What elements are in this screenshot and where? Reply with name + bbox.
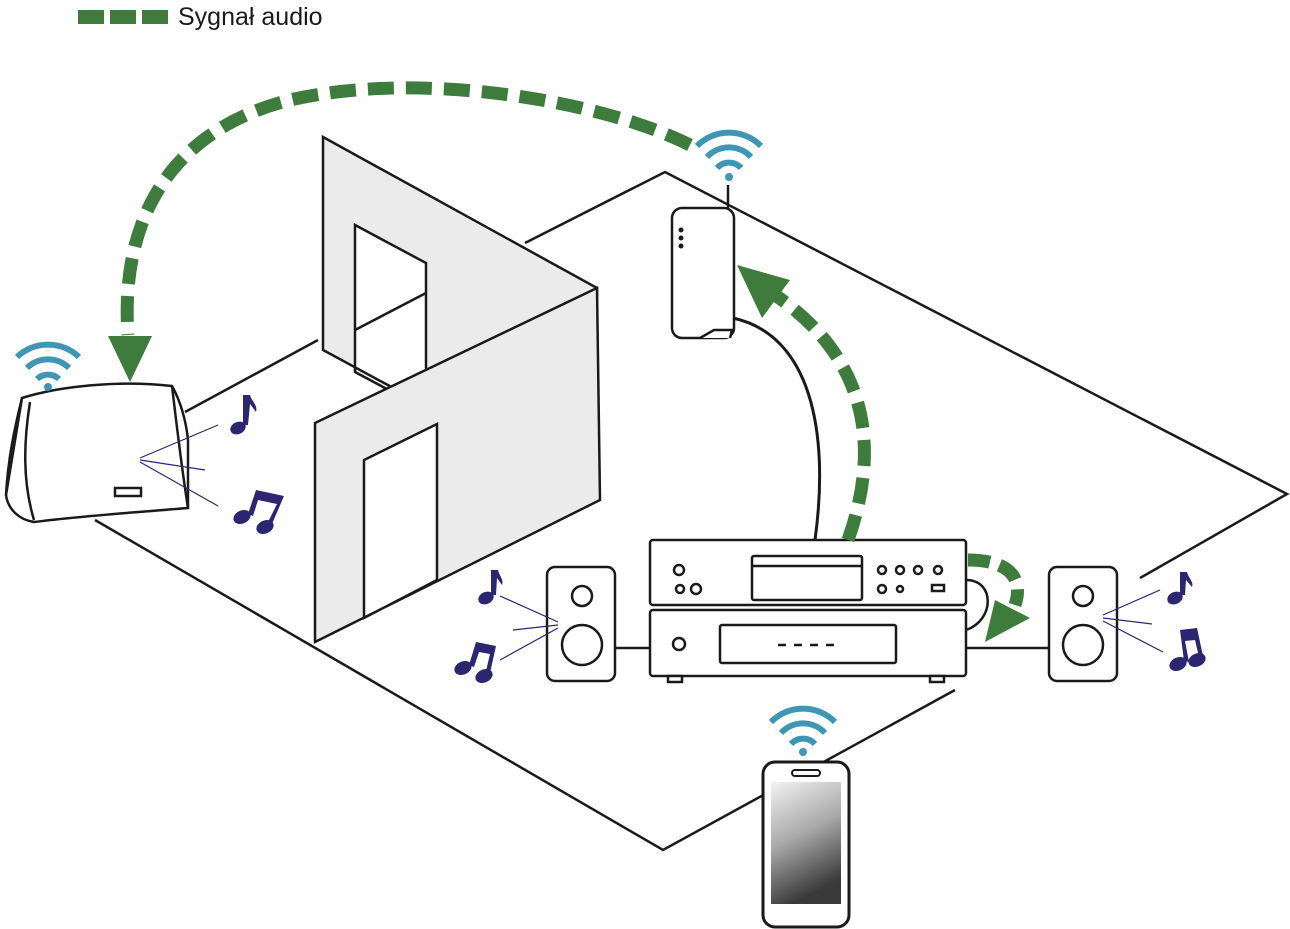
legend: Sygnał audio [78, 0, 323, 34]
audio-signal-path-cd-to-router [737, 265, 871, 543]
music-note-icon [233, 490, 284, 535]
loudspeaker-icon [1047, 565, 1119, 683]
music-note-icon [230, 395, 257, 435]
cd-player-icon [648, 538, 968, 607]
loudspeaker-icon [545, 565, 617, 683]
music-note-icon [1169, 628, 1206, 672]
legend-label: Sygnał audio [178, 2, 323, 31]
audio-signal-path-cd-to-amplifier [967, 553, 1030, 642]
smartphone-icon [761, 760, 851, 929]
wifi-icon [768, 705, 838, 756]
music-note-icon [454, 642, 496, 684]
sound-lines [139, 424, 1164, 661]
wifi-icon [14, 341, 82, 391]
legend-dashed-line-icon [78, 10, 168, 24]
wifi-icon [694, 129, 764, 181]
wall-front [313, 286, 602, 645]
music-note-icon [1167, 572, 1193, 605]
ethernet-cable [732, 316, 822, 541]
wireless-speaker-icon [4, 382, 190, 524]
audio-signal-path-router-to-speaker [108, 81, 693, 382]
room-floor-outline [94, 170, 1290, 852]
music-note-icon [478, 570, 503, 605]
amplifier-icon [648, 578, 989, 684]
router-icon [670, 185, 736, 340]
